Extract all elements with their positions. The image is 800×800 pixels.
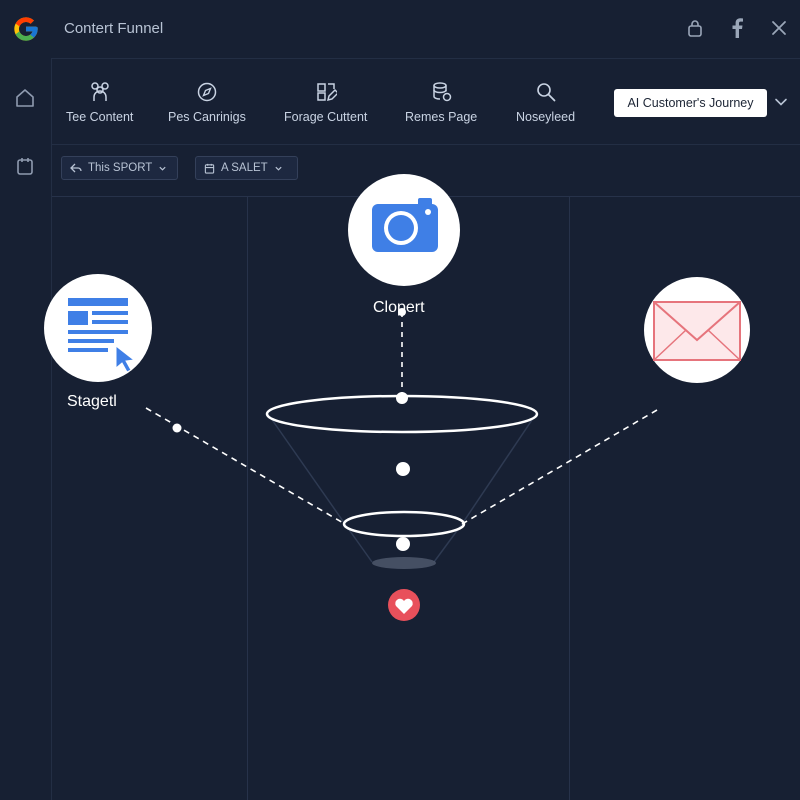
funnel-shadow: [372, 557, 436, 569]
journey-select[interactable]: AI Customer's Journey: [614, 89, 767, 117]
node-label-stage: Stagetl: [67, 393, 117, 410]
funnel-dot: [396, 462, 410, 476]
toolbar: Tee Content Pes Canrinigs Forage Cuttent…: [52, 58, 800, 145]
compass-icon: [194, 80, 220, 104]
page-title: Contert Funnel: [64, 20, 164, 37]
connector-dot: [172, 423, 182, 433]
chevron-down-icon: [159, 166, 166, 171]
search-icon: [533, 80, 559, 104]
home-icon[interactable]: [13, 86, 37, 110]
filter-this-sport[interactable]: This SPORT: [61, 156, 178, 180]
funnel-body: [267, 413, 537, 525]
column-divider: [247, 196, 248, 800]
node-document: [44, 274, 152, 382]
tool-tee-content[interactable]: Tee Content: [66, 80, 133, 124]
column-divider: [569, 196, 570, 800]
filter-label: This SPORT: [88, 162, 153, 174]
funnel-ring-top: [265, 394, 539, 434]
database-icon: [428, 80, 454, 104]
node-envelope: [644, 277, 750, 383]
google-logo: [14, 17, 38, 41]
funnel-dot: [396, 537, 410, 551]
tool-label: Noseyleed: [516, 110, 576, 124]
heart-icon: [388, 589, 420, 621]
chevron-down-icon[interactable]: [774, 95, 788, 109]
facebook-icon[interactable]: [726, 16, 748, 40]
calendar-icon: [204, 163, 215, 174]
lock-icon[interactable]: [684, 16, 706, 40]
people-icon: [87, 80, 113, 104]
tool-remes-page[interactable]: Remes Page: [405, 80, 477, 124]
tool-label: Pes Canrinigs: [168, 110, 246, 124]
camera-icon: [372, 198, 438, 252]
close-icon[interactable]: [768, 16, 790, 40]
node-camera: [348, 174, 460, 286]
connector-dot: [396, 392, 408, 404]
canvas-divider: [52, 196, 800, 197]
tool-pes-canrinigs[interactable]: Pes Canrinigs: [168, 80, 246, 124]
funnel-ring-middle: [342, 510, 466, 538]
share-icon: [70, 163, 82, 173]
document-cursor-icon: [68, 298, 136, 373]
envelope-icon: [653, 301, 741, 361]
left-rail: [0, 58, 52, 800]
connector-line: [145, 407, 346, 525]
funnel-body: [344, 523, 463, 563]
top-bar: Contert Funnel: [0, 0, 800, 59]
tool-label: Tee Content: [66, 110, 134, 124]
calendar-icon[interactable]: [13, 154, 37, 178]
tool-label: Forage Cuttent: [284, 110, 368, 124]
tool-noseyleed[interactable]: Noseyleed: [516, 80, 575, 124]
filter-a-salet[interactable]: A SALET: [195, 156, 298, 180]
connector-line: [461, 409, 658, 525]
edit-icon: [313, 80, 339, 104]
tool-forage-cuttent[interactable]: Forage Cuttent: [284, 80, 367, 124]
filter-label: A SALET: [221, 162, 268, 174]
tool-label: Remes Page: [405, 110, 478, 124]
node-label-content: Clopert: [373, 299, 425, 316]
chevron-down-icon: [275, 166, 282, 171]
